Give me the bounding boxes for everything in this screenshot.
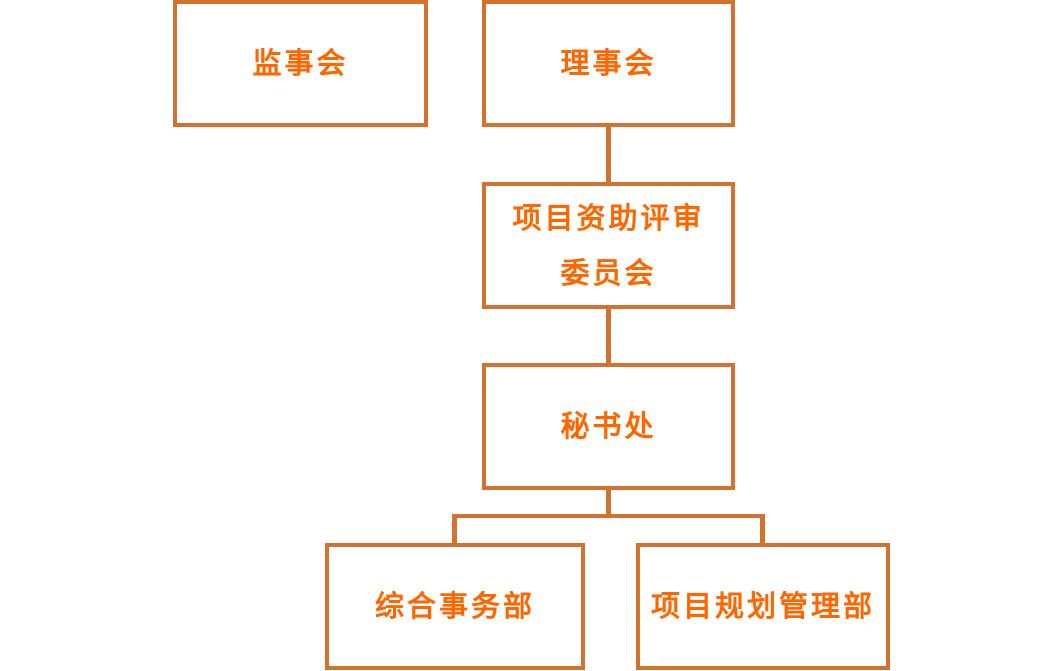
org-node-project-planning-dept: 项目规划管理部: [636, 543, 890, 670]
org-node-label: 项目规划管理部: [650, 589, 875, 623]
org-node-label: 秘书处: [560, 409, 657, 443]
org-node-label-line2: 委员会: [560, 255, 657, 290]
connector-secretariat-stem: [606, 490, 611, 516]
org-node-label-line1: 项目资助评审: [512, 200, 705, 235]
connector-directors-to-committee: [606, 127, 611, 182]
org-node-general-affairs-dept: 综合事务部: [325, 543, 585, 670]
org-node-funding-review-committee: 项目资助评审 委员会: [482, 182, 735, 309]
org-node-supervisory-board: 监事会: [173, 0, 428, 127]
org-node-label: 理事会: [560, 46, 657, 80]
connector-to-project-planning: [760, 514, 765, 543]
connector-to-general-affairs: [452, 514, 457, 543]
connector-committee-to-secretariat: [606, 309, 611, 363]
org-node-label: 监事会: [252, 46, 349, 80]
connector-branch-horizontal: [452, 514, 765, 518]
org-node-secretariat: 秘书处: [482, 363, 735, 490]
org-node-label: 综合事务部: [374, 589, 535, 623]
org-node-board-of-directors: 理事会: [482, 0, 735, 127]
